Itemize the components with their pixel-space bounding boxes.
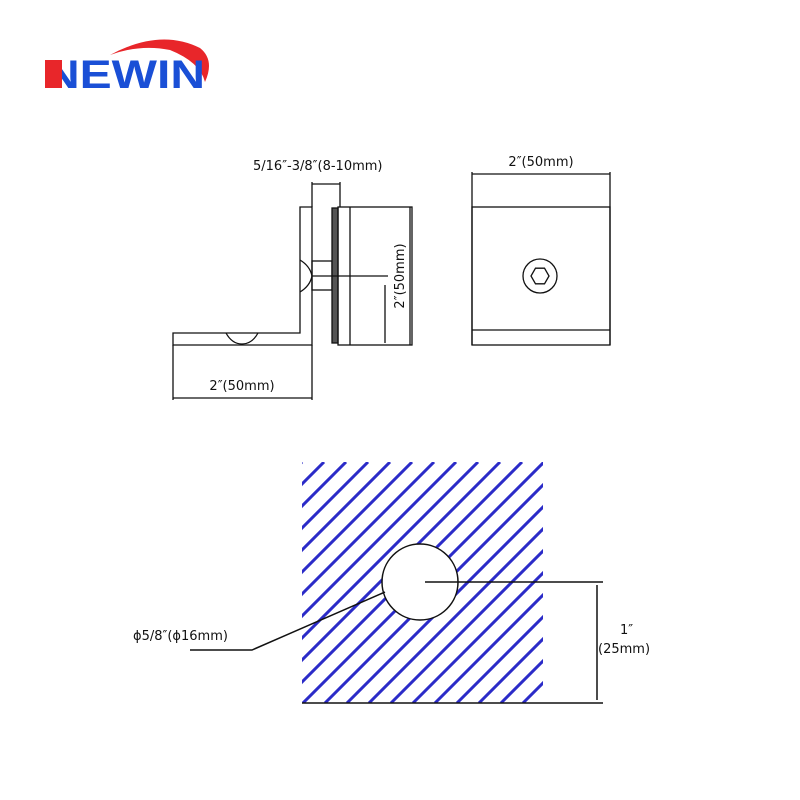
plate-countersink — [299, 259, 313, 293]
hole-detail — [190, 543, 603, 704]
hatch-line — [455, 614, 543, 703]
base-length-label: 2″(50mm) — [209, 379, 274, 394]
clamp-face — [471, 206, 611, 346]
glass-thickness-label: 5/16″-3/8″(8-10mm) — [253, 159, 383, 174]
leader-line — [190, 591, 386, 651]
hatch-line — [302, 462, 414, 575]
hatch-line — [477, 636, 543, 703]
hatch-line — [302, 462, 304, 465]
base-countersink — [225, 332, 259, 345]
bolt-head — [522, 258, 558, 294]
hatch-line — [302, 462, 370, 531]
side-view — [172, 182, 413, 400]
hatch-line — [302, 462, 326, 487]
hatch-line — [302, 462, 458, 619]
hatch-line — [499, 658, 543, 703]
hole-diameter-label: ϕ5/8″(ϕ16mm) — [133, 629, 228, 644]
hatch-line — [302, 462, 392, 553]
svg-text:NEWIN: NEWIN — [45, 53, 205, 97]
front-view — [471, 172, 611, 346]
hatch-line — [302, 462, 348, 509]
height-label: 2″(50mm) — [393, 243, 408, 308]
hatch-line — [302, 462, 436, 597]
brand-logo: NEWIN — [45, 39, 209, 97]
width-label: 2″(50mm) — [508, 155, 573, 170]
hatch-line — [302, 462, 480, 641]
angle-bracket — [172, 206, 313, 346]
hex-socket-icon — [530, 267, 550, 285]
hatch-line — [433, 592, 543, 703]
offset-label-mm: (25mm) — [598, 642, 650, 657]
hatch-line — [302, 462, 502, 663]
offset-label: 1″ — [620, 623, 633, 638]
